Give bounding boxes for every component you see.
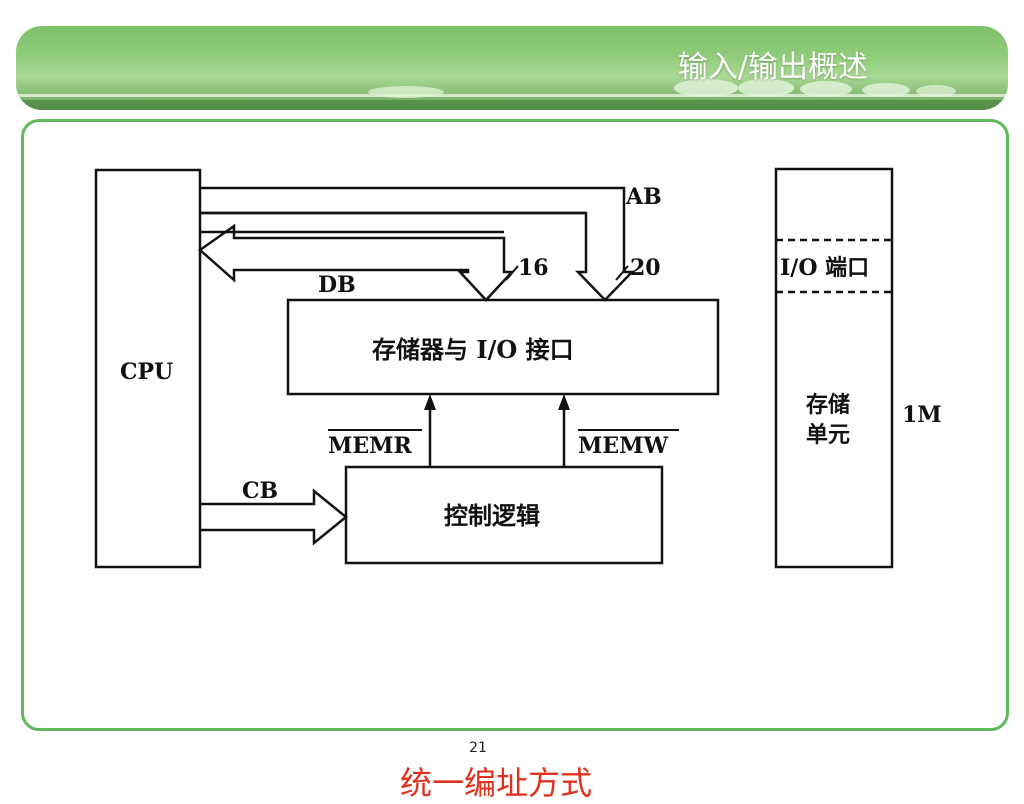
memory-size-label: 1M	[902, 402, 942, 428]
data-bus-label: DB	[318, 272, 356, 298]
memory-io-block	[286, 298, 720, 396]
unified-addressing-diagram: CPU AB DB 16 20 存储器与 I/O 接口 MEMR MEMW CB…	[94, 167, 942, 569]
bus-width-20-label: 20	[630, 255, 661, 281]
memr-label: MEMR	[328, 433, 412, 459]
header-banner: 输入/输出概述	[16, 26, 1008, 110]
control-logic-block	[344, 465, 664, 565]
memw-arrowhead	[558, 394, 570, 410]
control-bus-arrow	[200, 488, 348, 546]
storage-label-line1: 存储	[806, 392, 850, 418]
address-bus-16-lines	[200, 211, 586, 234]
io-port-label: I/O 端口	[780, 255, 869, 281]
slide-title: 输入/输出概述	[677, 50, 868, 85]
caption: 统一编址方式	[399, 764, 592, 802]
control-bus-label: CB	[242, 478, 278, 504]
cpu-block	[94, 168, 202, 569]
control-logic-label: 控制逻辑	[444, 501, 540, 530]
storage-label-line2: 单元	[806, 422, 850, 448]
tick-16	[505, 265, 519, 281]
address-space-block	[774, 167, 894, 569]
page-number: 21	[469, 740, 487, 756]
address-bus-label: AB	[625, 184, 662, 210]
content-frame: CPU AB DB 16 20 存储器与 I/O 接口 MEMR MEMW CB…	[21, 119, 1009, 802]
cpu-label: CPU	[120, 359, 173, 385]
water-drops-decoration	[16, 79, 1008, 110]
memory-io-label: 存储器与 I/O 接口	[372, 335, 574, 364]
address-bus-20-arrow	[200, 186, 635, 302]
bus-width-16-label: 16	[518, 255, 549, 281]
tick-20	[615, 265, 629, 281]
memw-label: MEMW	[578, 433, 668, 459]
data-bus-arrow	[197, 223, 515, 302]
memr-arrowhead	[424, 394, 436, 410]
